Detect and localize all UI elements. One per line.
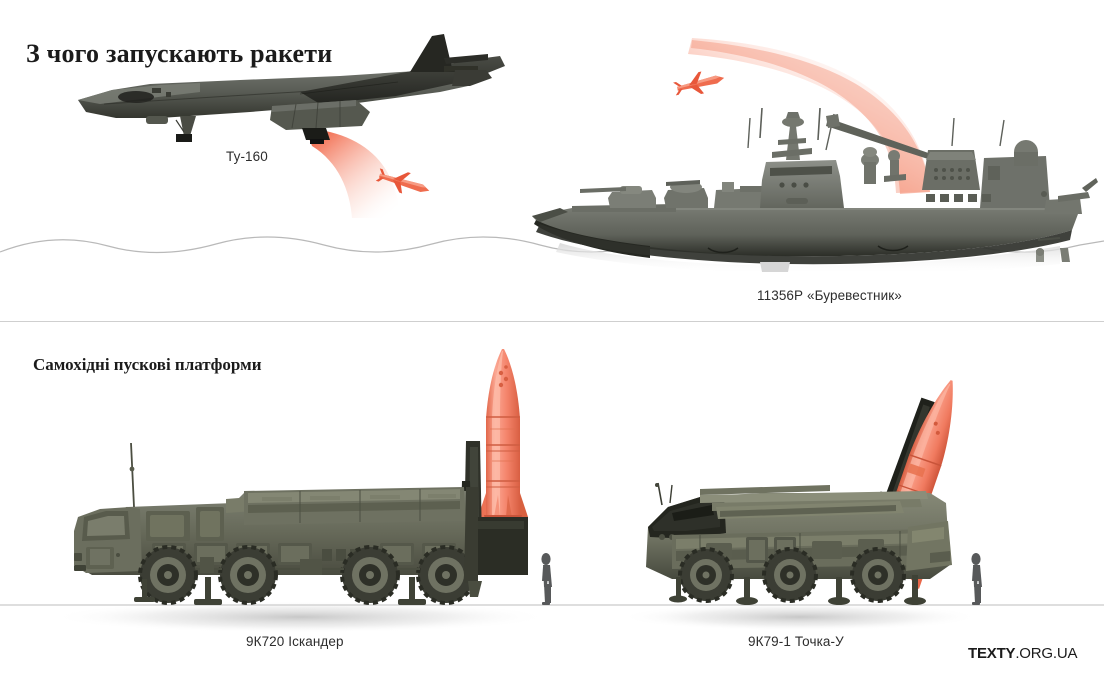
tochka-wheels (678, 547, 906, 603)
bottom-scene (0, 349, 1104, 633)
section-divider (0, 321, 1104, 322)
iskander-cab (74, 442, 142, 573)
page-title: З чого запускають ракети (26, 39, 333, 69)
human-scale-figure-right (971, 553, 982, 605)
texty-logo[interactable]: TEXTY.ORG.UA (968, 645, 1077, 662)
tochka-u-tel (646, 380, 953, 605)
texty-logo-bold: TEXTY (968, 645, 1016, 662)
iskander-wheels (138, 545, 476, 605)
tu160-launch-plume (305, 128, 400, 218)
tochka-jacks (669, 575, 926, 605)
iskander-jacks (134, 577, 426, 605)
label-tu160: Ту-160 (226, 149, 268, 164)
iskander-missile (478, 349, 528, 523)
sea-launched-cruise-missile (673, 71, 725, 96)
tochka-shadow (620, 603, 980, 631)
label-iskander: 9К720 Іскандер (246, 634, 344, 649)
iskander-shadow (50, 601, 550, 633)
human-scale-figure-left (541, 553, 552, 605)
section-title: Самохідні пускові платформи (33, 355, 262, 375)
label-tochka-u: 9К79-1 Точка-У (748, 634, 844, 649)
frigate-11356r (532, 107, 1098, 275)
top-scene (0, 34, 1104, 275)
texty-logo-domain: .ORG.UA (1015, 645, 1078, 662)
iskander-tel (74, 349, 528, 605)
tu160-bomber (78, 34, 505, 144)
air-launched-cruise-missile (375, 168, 430, 194)
label-frigate: 11356Р «Буревестник» (757, 288, 902, 303)
